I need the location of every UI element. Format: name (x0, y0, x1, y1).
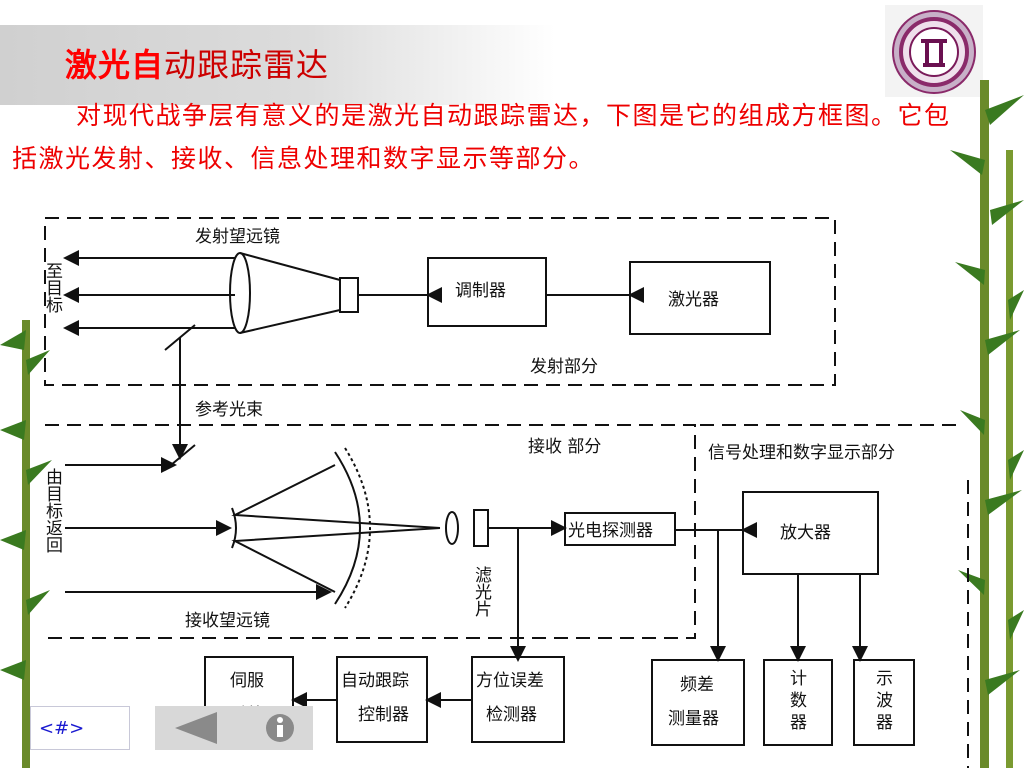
scope-line-3: 器 (876, 713, 893, 733)
label-reference-beam: 参考光束 (195, 400, 263, 420)
intro-paragraph: 对现代战争层有意义的是激光自动跟踪雷达，下图是它的组成方框图。它包括激光发射、接… (12, 94, 952, 180)
photodetector-box: 光电探测器 (568, 521, 653, 541)
auto-track-line-1: 自动跟踪 (341, 671, 409, 691)
slide-title: 激光自动跟踪雷达 (65, 40, 329, 86)
modulator-box: 调制器 (455, 281, 506, 301)
azimuth-line-1: 方位误差 (476, 671, 544, 691)
university-logo (885, 5, 983, 97)
bamboo-decoration-right (950, 80, 1024, 768)
label-emit-part: 发射部分 (530, 357, 598, 377)
label-receive-telescope: 接收望远镜 (185, 611, 270, 631)
info-button[interactable] (247, 706, 313, 750)
amplifier-box: 放大器 (780, 523, 831, 543)
freq-meter-line-1: 频差 (680, 675, 714, 695)
title-rest: 动跟踪雷达 (164, 46, 330, 84)
azimuth-line-2: 检测器 (486, 705, 537, 725)
scope-line-2: 波 (876, 691, 893, 711)
laser-box: 激光器 (668, 290, 719, 310)
counter-line-2: 数 (790, 691, 807, 711)
counter-line-3: 器 (790, 713, 807, 733)
label-receive-part: 接收 部分 (528, 437, 601, 457)
back-arrow-icon (175, 712, 217, 744)
intro-text: 对现代战争层有意义的是激光自动跟踪雷达，下图是它的组成方框图。它包括激光发射、接… (12, 101, 951, 173)
label-target-out: 由目标返回 (42, 468, 63, 553)
label-signal-part: 信号处理和数字显示部分 (708, 443, 895, 463)
bamboo-decoration-left (0, 320, 52, 768)
slide-number: <#> (30, 706, 130, 750)
servo-line-1: 伺服 (230, 671, 264, 691)
label-filter: 滤光片 (471, 566, 492, 617)
label-emit-telescope: 发射望远镜 (195, 227, 280, 247)
counter-line-1: 计 (790, 669, 807, 689)
freq-meter-line-2: 测量器 (668, 709, 719, 729)
scope-line-1: 示 (876, 669, 893, 689)
info-icon (266, 714, 294, 742)
title-highlight: 激光自 (65, 46, 165, 84)
title-bar (0, 25, 555, 105)
label-target-in: 至目标 (42, 262, 63, 314)
auto-track-line-2: 控制器 (358, 705, 409, 725)
prev-slide-button[interactable] (155, 706, 247, 750)
